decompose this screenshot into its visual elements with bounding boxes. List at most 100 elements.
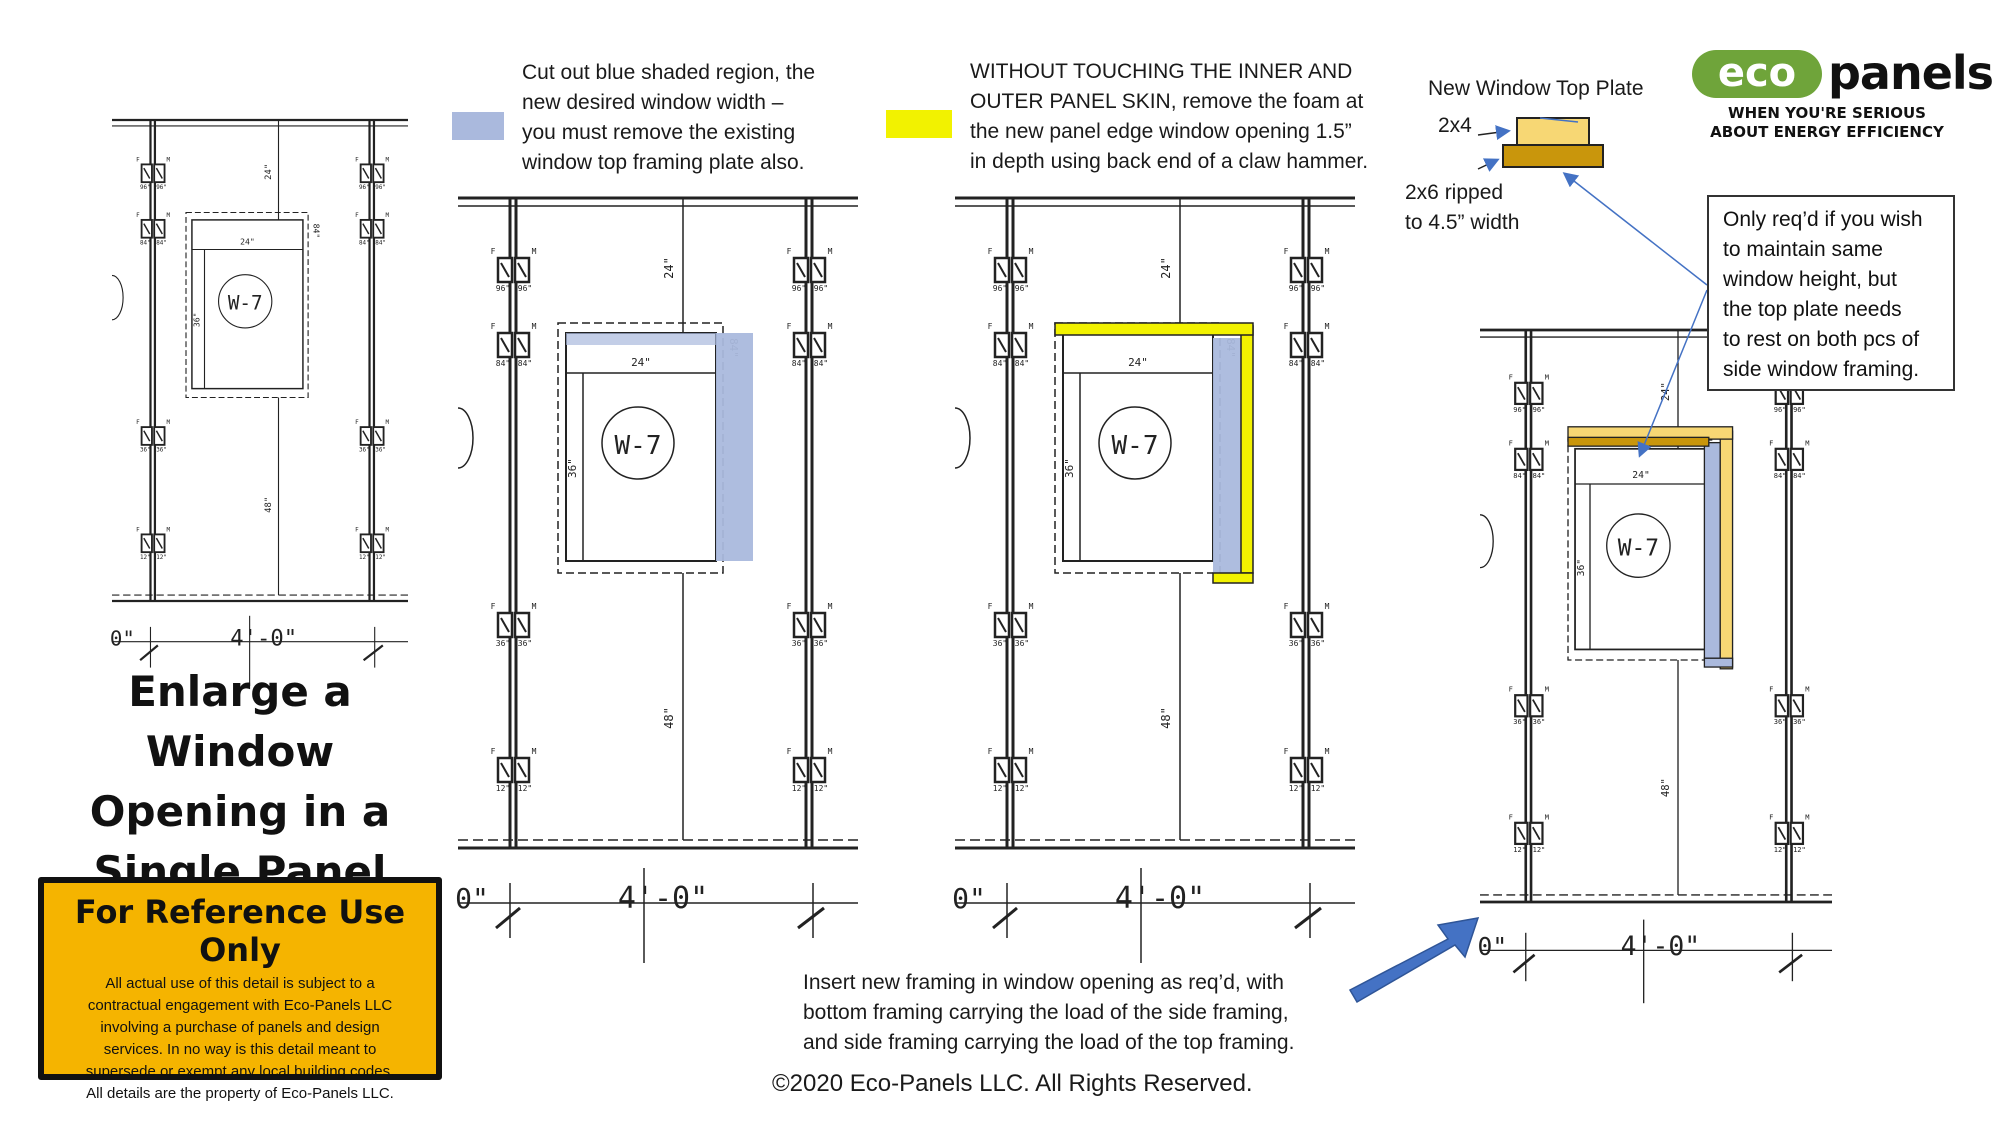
stud-hatch — [1310, 262, 1320, 278]
panel-width-slash — [1778, 953, 1803, 974]
stud-f-label: F — [136, 420, 140, 426]
reference-line: contractual engagement with Eco-Panels L… — [87, 997, 393, 1014]
reference-heading: For Reference Use Only — [74, 893, 406, 969]
panel-width-slash — [1512, 953, 1536, 974]
stud-f-label: F — [1509, 812, 1513, 821]
stud-hatch — [155, 223, 163, 235]
top-plate-title: New Window Top Plate — [1428, 77, 1644, 100]
stud-hatch — [1014, 617, 1024, 633]
stud-height-label: 84" — [1311, 359, 1325, 368]
stud-height-label: 12" — [359, 555, 370, 561]
width-dim-label: 24" — [631, 356, 651, 369]
panel-width-label: 4'-0" — [1115, 881, 1205, 916]
window-tag-label: W-7 — [1112, 431, 1159, 461]
stud-hatch — [517, 762, 527, 778]
stud-f-label: F — [1284, 322, 1289, 331]
label-2x6-line: to 4.5” width — [1405, 211, 1520, 234]
eco-panels-logo: eco panels WHEN YOU'RE SERIOUS ABOUT ENE… — [1692, 46, 1994, 146]
panel-edge-arc — [457, 407, 474, 469]
stud-height-label: 84" — [1793, 471, 1806, 480]
stud-height-label: 12" — [496, 784, 510, 793]
stud-height-label: 36" — [993, 639, 1007, 648]
width-dim-label: 24" — [1632, 470, 1649, 481]
reference-line: supersede or exempt any local building c… — [85, 1063, 395, 1080]
sill-dim-label: 48" — [662, 707, 676, 729]
stud-hatch — [1517, 826, 1526, 840]
stud-hatch — [1517, 386, 1526, 400]
panel-cut: 24"24"36"84"W-748"FM96"96"FM84"84"FM36"3… — [455, 196, 858, 963]
step2-line: WITHOUT TOUCHING THE INNER AND — [970, 60, 1353, 83]
stud-hatch — [1310, 617, 1320, 633]
stud-m-label: M — [1029, 247, 1034, 256]
panel-framing: 24"24"36"84"W-748"FM96"96"FM84"84"FM36"3… — [1477, 328, 1832, 1004]
callout-line: to maintain same — [1723, 238, 1883, 261]
stud-height-label: 36" — [359, 448, 370, 454]
stud-hatch — [362, 223, 370, 235]
head-dim-label: 24" — [1159, 257, 1173, 279]
stud-hatch — [155, 167, 163, 179]
label-2x4: 2x4 — [1438, 114, 1472, 137]
stud-height-label: 12" — [1015, 784, 1029, 793]
stud-height-label: 84" — [792, 359, 806, 368]
callout-line: Only req’d if you wish — [1723, 208, 1923, 231]
sill-dim-label: 48" — [1159, 707, 1173, 729]
stud-hatch — [997, 762, 1007, 778]
panel-edge-arc — [1479, 514, 1494, 569]
window-tag-label: W-7 — [228, 291, 263, 314]
stud-hatch — [1532, 386, 1541, 400]
stud-m-label: M — [1325, 602, 1330, 611]
window-tag-circle — [601, 406, 675, 480]
stud-height-label: 36" — [496, 639, 510, 648]
stud-f-label: F — [787, 247, 792, 256]
logo-word: panels — [1828, 46, 1994, 100]
stud-hatch — [1532, 699, 1541, 713]
stud-f-label: F — [988, 747, 993, 756]
stud-m-label: M — [385, 157, 389, 163]
stud-hatch — [796, 262, 806, 278]
stud-height-label: 36" — [1513, 717, 1526, 726]
stud-height-label: 84" — [156, 240, 167, 246]
cut-region — [716, 333, 753, 561]
stud-hatch — [1293, 337, 1303, 353]
step2-line: OUTER PANEL SKIN, remove the foam at — [970, 90, 1364, 113]
stud-height-label: 12" — [375, 555, 386, 561]
stud-hatch — [1532, 452, 1541, 466]
stud-hatch — [796, 762, 806, 778]
stud-m-label: M — [1029, 322, 1034, 331]
stud-height-label: 12" — [1533, 845, 1546, 854]
stud-f-label: F — [787, 602, 792, 611]
side-dim-label: 84" — [311, 224, 321, 239]
stud-height-label: 36" — [1311, 639, 1325, 648]
step1-line: new desired window width – — [522, 91, 784, 114]
stud-m-label: M — [1029, 747, 1034, 756]
stud-hatch — [500, 762, 510, 778]
stud-hatch — [374, 167, 383, 179]
stud-hatch — [143, 537, 151, 549]
stud-f-label: F — [1769, 438, 1773, 447]
stud-hatch — [500, 262, 510, 278]
stud-hatch — [1532, 826, 1541, 840]
stud-hatch — [1517, 452, 1526, 466]
reference-notice: For Reference Use Only All actual use of… — [38, 877, 442, 1102]
stud-height-label: 36" — [140, 448, 151, 454]
width-dim-label: 24" — [240, 236, 255, 246]
stud-height-label: 36" — [814, 639, 828, 648]
stud-f-label: F — [355, 527, 359, 533]
stud-hatch — [374, 223, 383, 235]
stud-hatch — [143, 430, 151, 442]
stud-height-label: 96" — [1774, 405, 1787, 414]
stud-f-label: F — [787, 322, 792, 331]
stud-m-label: M — [1029, 602, 1034, 611]
stud-m-label: M — [166, 157, 170, 163]
stud-hatch — [813, 617, 823, 633]
callout-line: side window framing. — [1723, 358, 1920, 381]
